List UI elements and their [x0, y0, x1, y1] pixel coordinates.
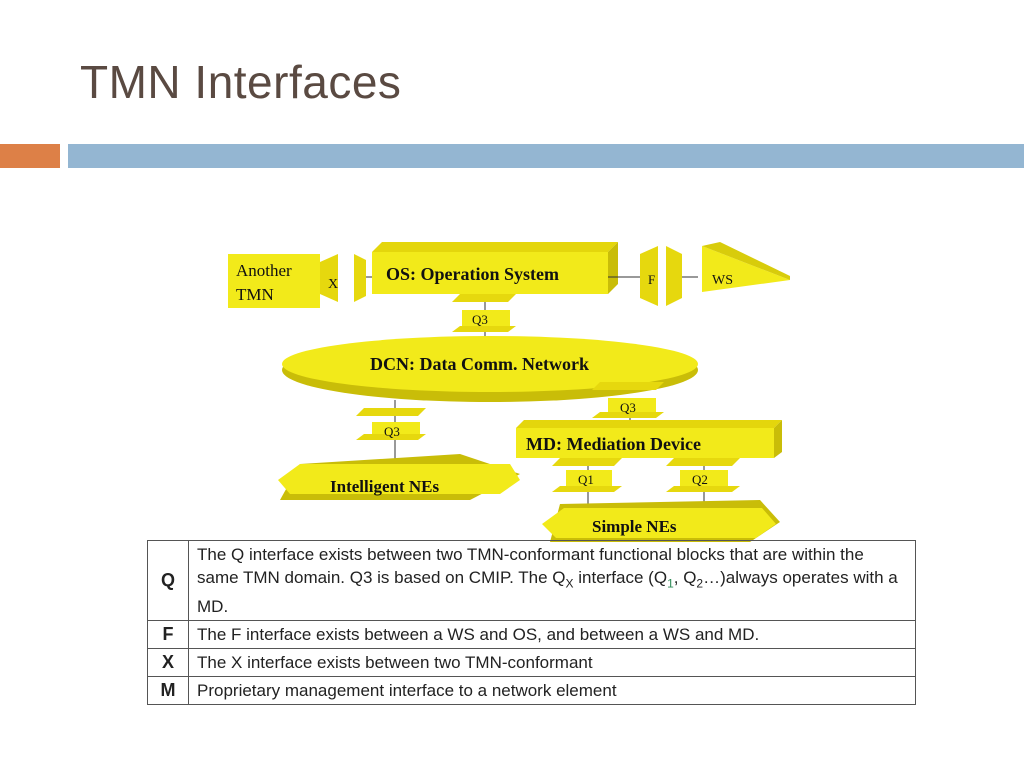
table-desc-x: The X interface exists between two TMN-c… — [188, 648, 916, 678]
table-key-m: M — [147, 676, 189, 706]
q3-left-label: Q3 — [384, 424, 400, 439]
x-label: X — [328, 277, 338, 292]
interfaces-table: Q The Q interface exists between two TMN… — [147, 539, 916, 706]
q3-right-label: Q3 — [620, 400, 636, 415]
q3-right-connector: Q3 — [592, 382, 664, 418]
another-tmn-line1: Another — [236, 261, 292, 280]
simple-nes: Simple NEs — [542, 500, 780, 542]
table-key-f: F — [147, 620, 189, 650]
ws-box: WS — [702, 242, 790, 292]
slide-title: TMN Interfaces — [80, 56, 402, 108]
table-row-q: Q The Q interface exists between two TMN… — [147, 539, 916, 622]
table-desc-f: The F interface exists between a WS and … — [188, 620, 916, 650]
md-box: MD: Mediation Device — [516, 420, 782, 458]
table-key-q: Q — [147, 539, 189, 622]
another-tmn-box: Another TMN — [228, 254, 320, 308]
q3-top-label: Q3 — [472, 312, 488, 327]
another-tmn-line2: TMN — [236, 285, 274, 304]
tmn-diagram: Another TMN X OS: Operation System F WS … — [228, 242, 790, 542]
q2-label: Q2 — [692, 472, 708, 487]
table-desc-q: The Q interface exists between two TMN-c… — [188, 539, 916, 622]
q1-connector: Q1 — [552, 458, 622, 492]
md-label: MD: Mediation Device — [526, 434, 701, 454]
table-row-x: X The X interface exists between two TMN… — [147, 648, 916, 678]
title-accent-bar — [0, 144, 60, 168]
q3-left-connector: Q3 — [356, 408, 426, 440]
simple-label: Simple NEs — [592, 517, 677, 536]
f-connector: F — [640, 246, 682, 306]
q1-label: Q1 — [578, 472, 594, 487]
q2-connector: Q2 — [666, 458, 740, 492]
dcn-label: DCN: Data Comm. Network — [370, 354, 589, 374]
os-label: OS: Operation System — [386, 264, 559, 284]
f-label: F — [648, 272, 655, 287]
ws-label: WS — [712, 273, 733, 288]
table-desc-m: Proprietary management interface to a ne… — [188, 676, 916, 706]
table-row-f: F The F interface exists between a WS an… — [147, 620, 916, 650]
table-key-x: X — [147, 648, 189, 678]
dcn-ellipse: DCN: Data Comm. Network — [282, 336, 698, 402]
os-box: OS: Operation System — [372, 242, 618, 294]
title-divider-bar — [68, 144, 1024, 168]
q3-top-connector: Q3 — [452, 294, 516, 332]
table-row-m: M Proprietary management interface to a … — [147, 676, 916, 706]
intelligent-label: Intelligent NEs — [330, 477, 439, 496]
intelligent-nes: Intelligent NEs — [278, 454, 520, 500]
x-connector: X — [320, 254, 366, 302]
